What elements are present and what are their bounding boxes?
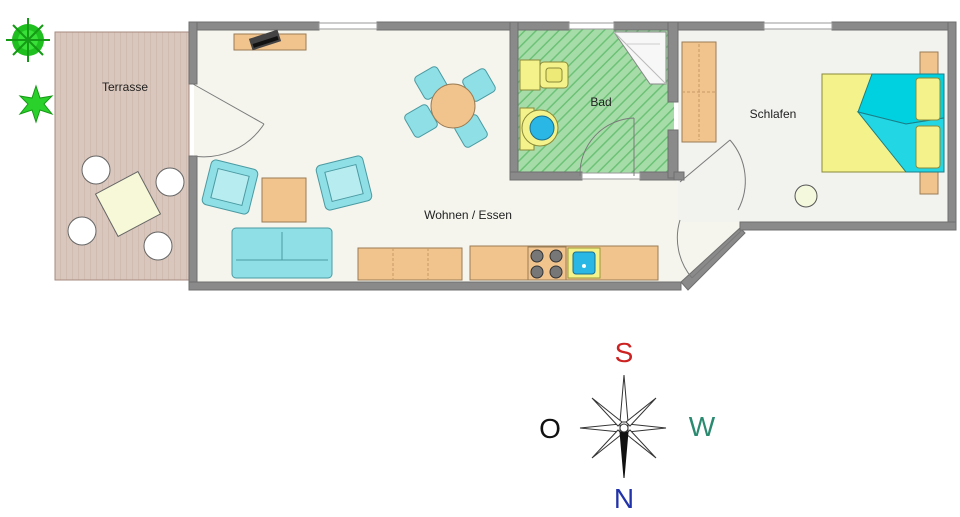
- toilet-icon: [519, 59, 569, 91]
- kitchen-sink-icon: [567, 247, 601, 279]
- room-label-bath: Bad: [590, 95, 611, 109]
- compass-label-bottom: N: [614, 483, 634, 514]
- terrace: [54, 31, 190, 281]
- armchair: [201, 159, 259, 215]
- bed: [821, 51, 945, 195]
- windows: [318, 22, 833, 180]
- terrace-table: [94, 170, 162, 238]
- terrace-door: [192, 83, 265, 158]
- stove-icon: [527, 246, 567, 281]
- piano-icon: [248, 29, 282, 51]
- room-label-living: Wohnen / Essen: [424, 208, 512, 222]
- room-label-terrace: Terrasse: [102, 80, 148, 94]
- sofa: [231, 227, 333, 279]
- shower-icon: [613, 31, 667, 85]
- terrace-chair: [81, 155, 111, 185]
- terrace-chair: [67, 216, 97, 246]
- plant-icon: [18, 84, 54, 124]
- washbasin-icon: [519, 107, 559, 151]
- bedroom-stool: [794, 184, 818, 208]
- bath-door: [579, 117, 635, 177]
- room-label-bedroom: Schlafen: [750, 107, 797, 121]
- compass-label-right: W: [689, 411, 716, 442]
- compass-label-left: O: [539, 413, 561, 444]
- terrace-chair: [143, 231, 173, 261]
- compass-rose-icon: [579, 374, 667, 479]
- walls: [188, 21, 957, 291]
- bedroom-door: [679, 139, 746, 211]
- armchair: [315, 155, 373, 211]
- plant-icon: [6, 18, 50, 62]
- coffee-table: [261, 177, 307, 223]
- dining-table: [430, 83, 476, 129]
- wardrobe: [681, 41, 717, 143]
- terrace-chair: [155, 167, 185, 197]
- entrance-door: [676, 219, 743, 279]
- cabinet: [357, 247, 463, 281]
- compass-label-top: S: [615, 337, 634, 368]
